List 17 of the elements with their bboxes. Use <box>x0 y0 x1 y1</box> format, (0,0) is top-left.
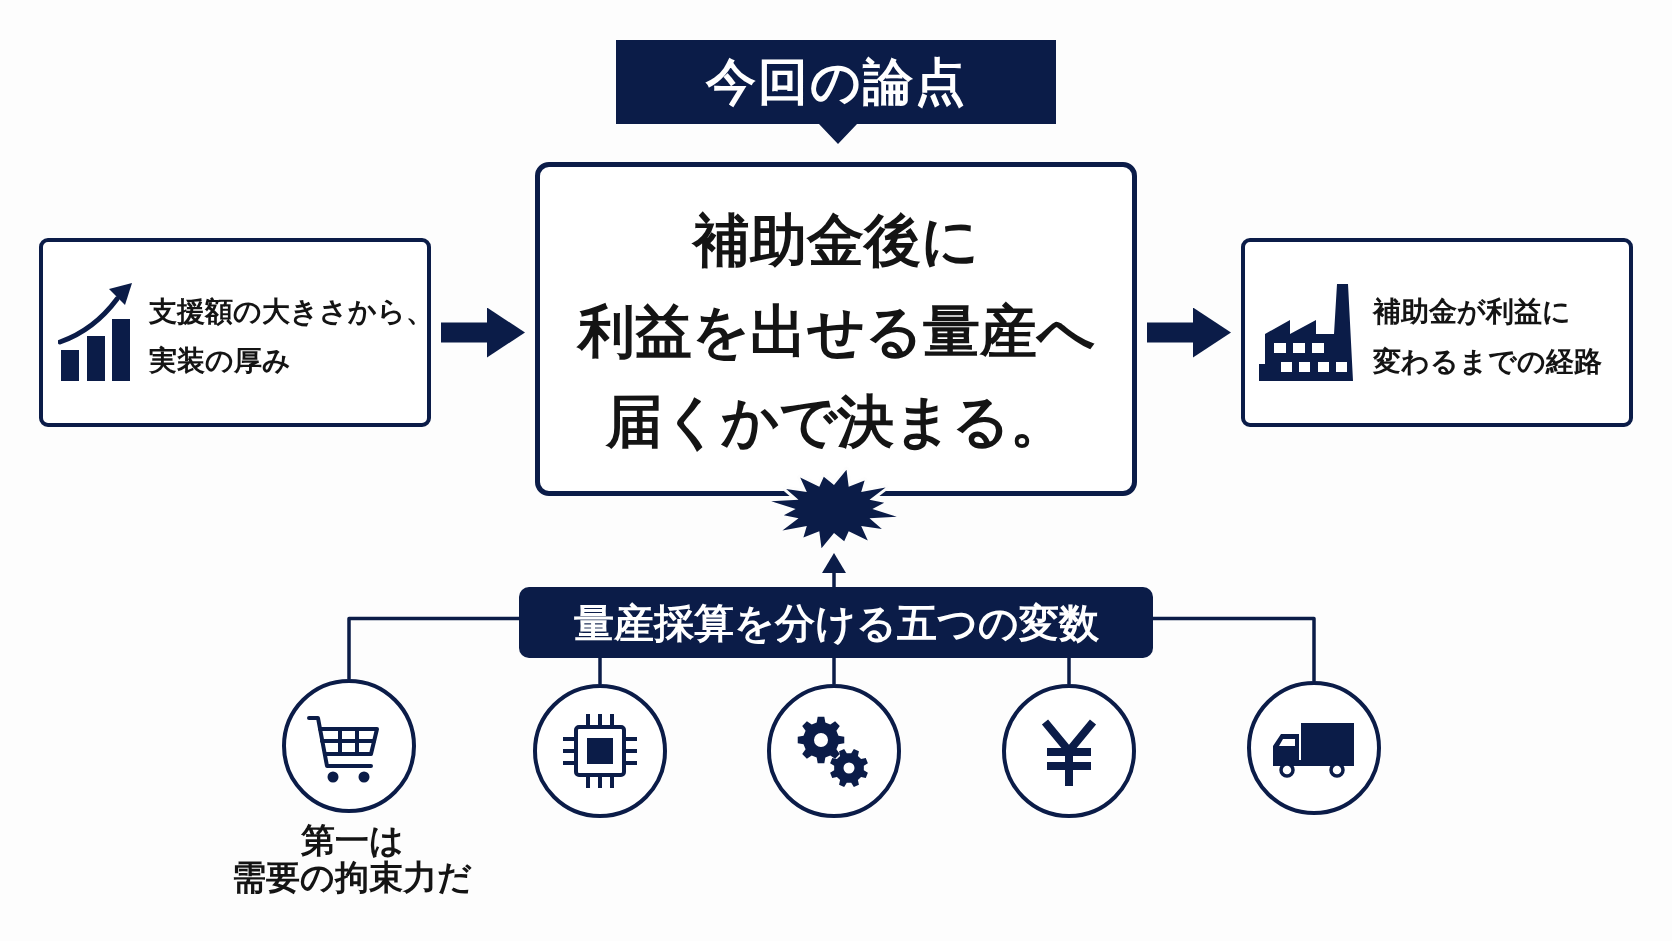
info-box <box>1241 238 1633 427</box>
connector-line <box>1067 658 1071 684</box>
info-box <box>39 238 431 427</box>
connector-line <box>832 658 836 684</box>
box-text: 支援額の大きさから、実装の厚み <box>149 294 434 379</box>
connector-line <box>598 658 602 684</box>
statement-box <box>535 162 1137 496</box>
connector-line <box>1153 616 1316 681</box>
block-arrow <box>441 307 525 358</box>
box-text: 補助金が利益に変わるまでの経路 <box>1373 294 1602 380</box>
statement-text: 補助金後に利益を出せる量産へ届くかで決まる。 <box>577 205 1095 457</box>
callout-banner: 今回の論点 <box>616 40 1056 144</box>
caption-text: 第一は需要の拘束力だ <box>232 822 472 896</box>
arrow <box>822 553 846 587</box>
label-banner: 量産採算を分ける五つの変数 <box>519 587 1153 658</box>
block-arrow <box>1147 307 1231 358</box>
connector-line <box>347 616 519 679</box>
